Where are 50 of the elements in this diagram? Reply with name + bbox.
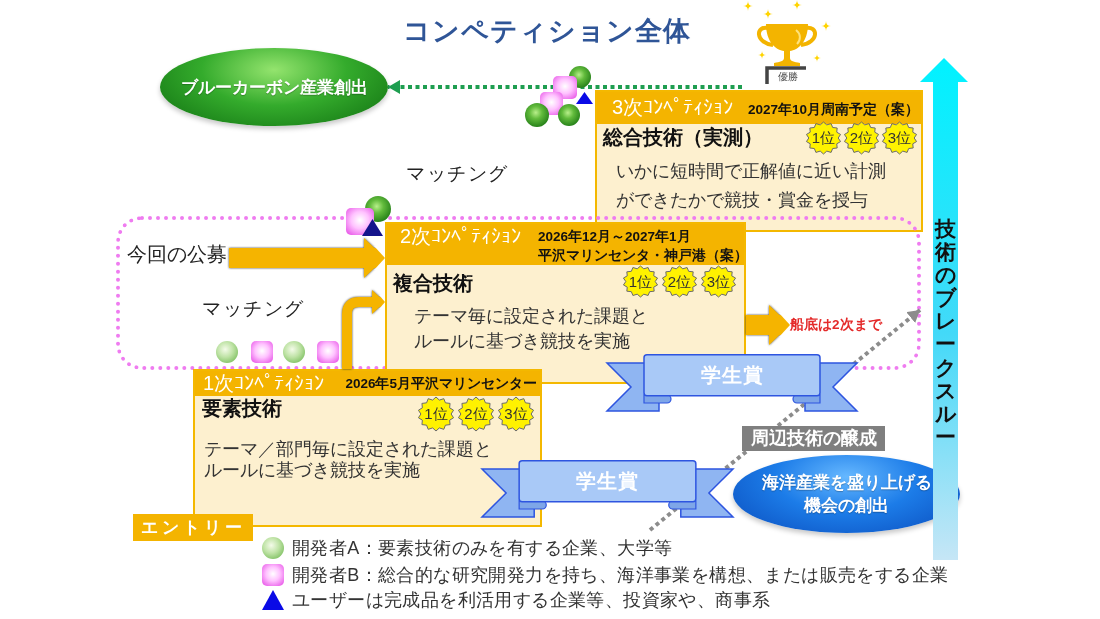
stage-heading: 要素技術 bbox=[202, 396, 282, 420]
rank-seal bbox=[497, 396, 535, 432]
rank-text: 1位 bbox=[628, 272, 653, 291]
area-label: マッチング bbox=[202, 297, 305, 321]
banner-text: 技術のブレークスルー bbox=[935, 217, 956, 448]
stage-heading: 複合技術 bbox=[393, 271, 473, 295]
legend-text: 開発者B：総合的な研究開発力を持ち、海洋事業を構想、または販売をする企業 bbox=[292, 564, 949, 586]
stage-description: いかに短時間で正解値に近い計測ができたかで競技・賞金を授与 bbox=[616, 160, 887, 212]
rank-seal bbox=[417, 396, 455, 432]
rank-seal bbox=[881, 121, 918, 155]
diagram-title: コンペティション全体 bbox=[403, 15, 691, 48]
rank-seal bbox=[622, 265, 659, 298]
stage-description: テーマ／部門毎に設定された課題とルールに基づき競技を実施 bbox=[204, 439, 493, 481]
rank-text: 2位 bbox=[667, 272, 692, 291]
rank-seal bbox=[457, 396, 495, 432]
ellipse-text: ブルーカーボン産業創出 bbox=[180, 76, 368, 99]
legend-text: 開発者A：要素技術のみを有する企業、大学等 bbox=[292, 537, 673, 559]
trophy-caption: 優勝 bbox=[778, 71, 798, 83]
legend-text: ユーザーは完成品を利活用する企業等、投資家や、商事系 bbox=[292, 589, 771, 611]
node-text: 今回の公募 bbox=[127, 241, 229, 267]
ellipse-text: 海洋産業を盛り上げる機会の創出 bbox=[760, 472, 933, 517]
rank-text: 1位 bbox=[424, 405, 448, 423]
entry-tag: エントリー bbox=[133, 514, 253, 541]
block-arrow bbox=[342, 290, 385, 369]
stage-title: 3次ｺﾝﾍﾟﾃｨｼｮﾝ bbox=[612, 95, 734, 119]
rank-text: 3位 bbox=[706, 272, 731, 291]
ribbon-text: 学生賞 bbox=[700, 362, 764, 387]
stage-date: 2026年5月平沢マリンセンター bbox=[345, 375, 537, 392]
rank-text: 3位 bbox=[887, 129, 912, 147]
stage-description: テーマ毎に設定された課題とルールに基づき競技を実施 bbox=[414, 305, 649, 353]
rank-seal bbox=[700, 265, 737, 298]
stage-date: 2027年10月周南予定（案） bbox=[747, 101, 919, 118]
rank-text: 1位 bbox=[811, 129, 836, 147]
stage-title: 2次ｺﾝﾍﾟﾃｨｼｮﾝ bbox=[400, 224, 522, 248]
rank-seal bbox=[805, 121, 842, 155]
stage-date: 平沢マリンセンタ・神戸港（案） bbox=[538, 247, 748, 265]
stage-date: 2026年12月～2027年1月 bbox=[538, 228, 691, 246]
text-label: マッチング bbox=[406, 162, 509, 186]
edge-label: 周辺技術の醸成 bbox=[742, 426, 885, 451]
rank-text: 2位 bbox=[464, 405, 488, 423]
stage-title: 1次ｺﾝﾍﾟﾃｨｼｮﾝ bbox=[203, 371, 325, 395]
block-arrow bbox=[746, 305, 790, 345]
rank-seal bbox=[661, 265, 698, 298]
dotted-arrow bbox=[388, 80, 742, 94]
ribbon-text: 学生賞 bbox=[576, 468, 639, 493]
stage-heading: 総合技術（実測） bbox=[603, 125, 763, 149]
block-arrow bbox=[229, 238, 385, 278]
rank-text: 2位 bbox=[849, 129, 874, 147]
rank-text: 3位 bbox=[504, 405, 528, 423]
rank-seal bbox=[843, 121, 880, 155]
